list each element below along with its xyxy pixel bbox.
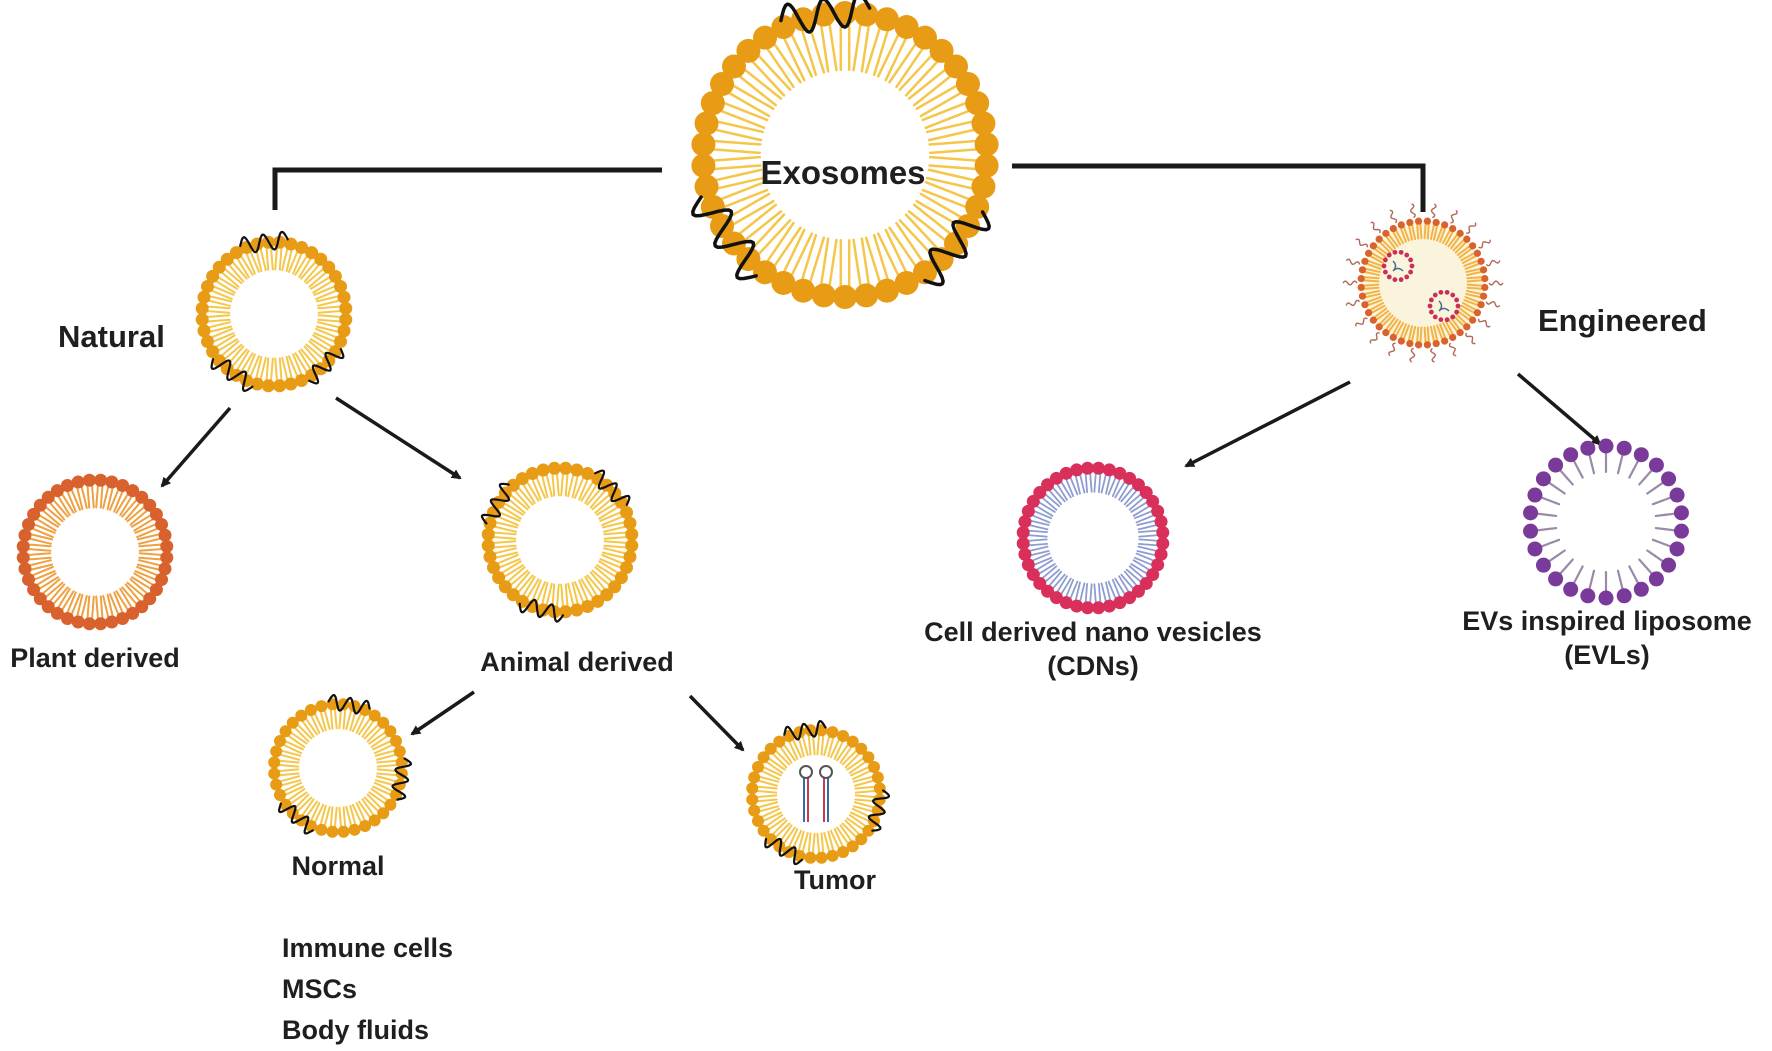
lipid-heads xyxy=(481,461,639,619)
membrane-protein-icon xyxy=(593,469,631,506)
tumor-vesicle xyxy=(746,719,891,866)
evl-label-line1: EVs inspired liposome xyxy=(1462,606,1752,636)
source-immune-cells: Immune cells xyxy=(282,933,454,963)
source-body-fluids: Body fluids xyxy=(282,1015,429,1045)
membrane-protein-icon xyxy=(867,789,891,832)
arrow-animal-to-normal xyxy=(410,690,475,736)
lipid-heads xyxy=(16,473,174,631)
membrane-protein-icon xyxy=(764,837,804,866)
source-mscs: MSCs xyxy=(282,974,358,1004)
arrow-engineered-to-cdn xyxy=(1184,380,1351,468)
engineered-label: Engineered xyxy=(1538,303,1707,338)
lipid-heads xyxy=(1357,217,1489,349)
lipid-heads xyxy=(195,235,353,393)
normal-vesicle xyxy=(268,693,413,838)
cdn-label-line1: Cell derived nano vesicles xyxy=(924,617,1262,647)
membrane-protein-icon xyxy=(327,693,371,715)
lipid-heads xyxy=(1016,461,1170,615)
lipid-heads xyxy=(746,724,886,864)
membrane-protein-icon xyxy=(210,358,254,392)
arrow-natural-to-animal xyxy=(335,396,462,480)
lipid-heads xyxy=(268,698,408,838)
membrane-protein-icon xyxy=(480,482,510,525)
surface-ligand-icons xyxy=(1342,203,1504,363)
cdn-label-line2: (CDNs) xyxy=(1047,650,1139,681)
animal-derived-label: Animal derived xyxy=(480,647,674,677)
rna-hairpin-icon xyxy=(799,765,833,822)
membrane-protein-icon xyxy=(923,210,991,287)
membrane-protein-icon xyxy=(783,719,827,741)
cdn-label: Cell derived nano vesicles (CDNs) xyxy=(924,616,1262,684)
cdn-vesicle xyxy=(1016,461,1170,615)
membrane-protein-icon xyxy=(391,757,413,801)
lipid-heads xyxy=(1523,438,1689,606)
evl-label: EVs inspired liposome (EVLs) xyxy=(1462,605,1752,673)
evl-label-line2: (EVLs) xyxy=(1564,639,1650,670)
normal-label: Normal xyxy=(291,851,385,881)
animal-derived-vesicle xyxy=(480,461,639,623)
exosome-main-vesicle xyxy=(691,0,999,309)
membrane-protein-icon xyxy=(308,348,345,385)
arrow-animal-to-tumor xyxy=(688,694,745,752)
membrane-protein-icon xyxy=(691,195,758,281)
arrows xyxy=(160,372,1602,752)
engineered-exosome-vesicle xyxy=(1342,203,1504,363)
cargo-vesicle-icon xyxy=(1381,249,1415,283)
natural-exosome-vesicle xyxy=(195,230,353,393)
evl-vesicle xyxy=(1523,438,1689,606)
natural-label: Natural xyxy=(58,319,165,354)
exosomes-label: Exosomes xyxy=(760,154,926,191)
membrane-protein-icon xyxy=(518,598,565,623)
engineered-core xyxy=(1361,221,1485,345)
tumor-label: Tumor xyxy=(794,865,876,895)
natural-connector xyxy=(272,167,662,210)
membrane-protein-icon xyxy=(278,802,314,835)
engineered-connector xyxy=(1012,163,1426,212)
plant-derived-label: Plant derived xyxy=(10,643,180,673)
normal-sources-list: Immune cells MSCs Body fluids xyxy=(282,928,453,1051)
cargo-vesicle-icon xyxy=(1427,289,1461,323)
connector-lines xyxy=(272,163,1426,212)
arrow-engineered-to-evl xyxy=(1516,372,1602,446)
plant-derived-vesicle xyxy=(16,473,174,631)
membrane-protein-icon xyxy=(779,0,872,34)
arrow-natural-to-plant xyxy=(160,406,232,488)
membrane-protein-icon xyxy=(239,230,289,254)
